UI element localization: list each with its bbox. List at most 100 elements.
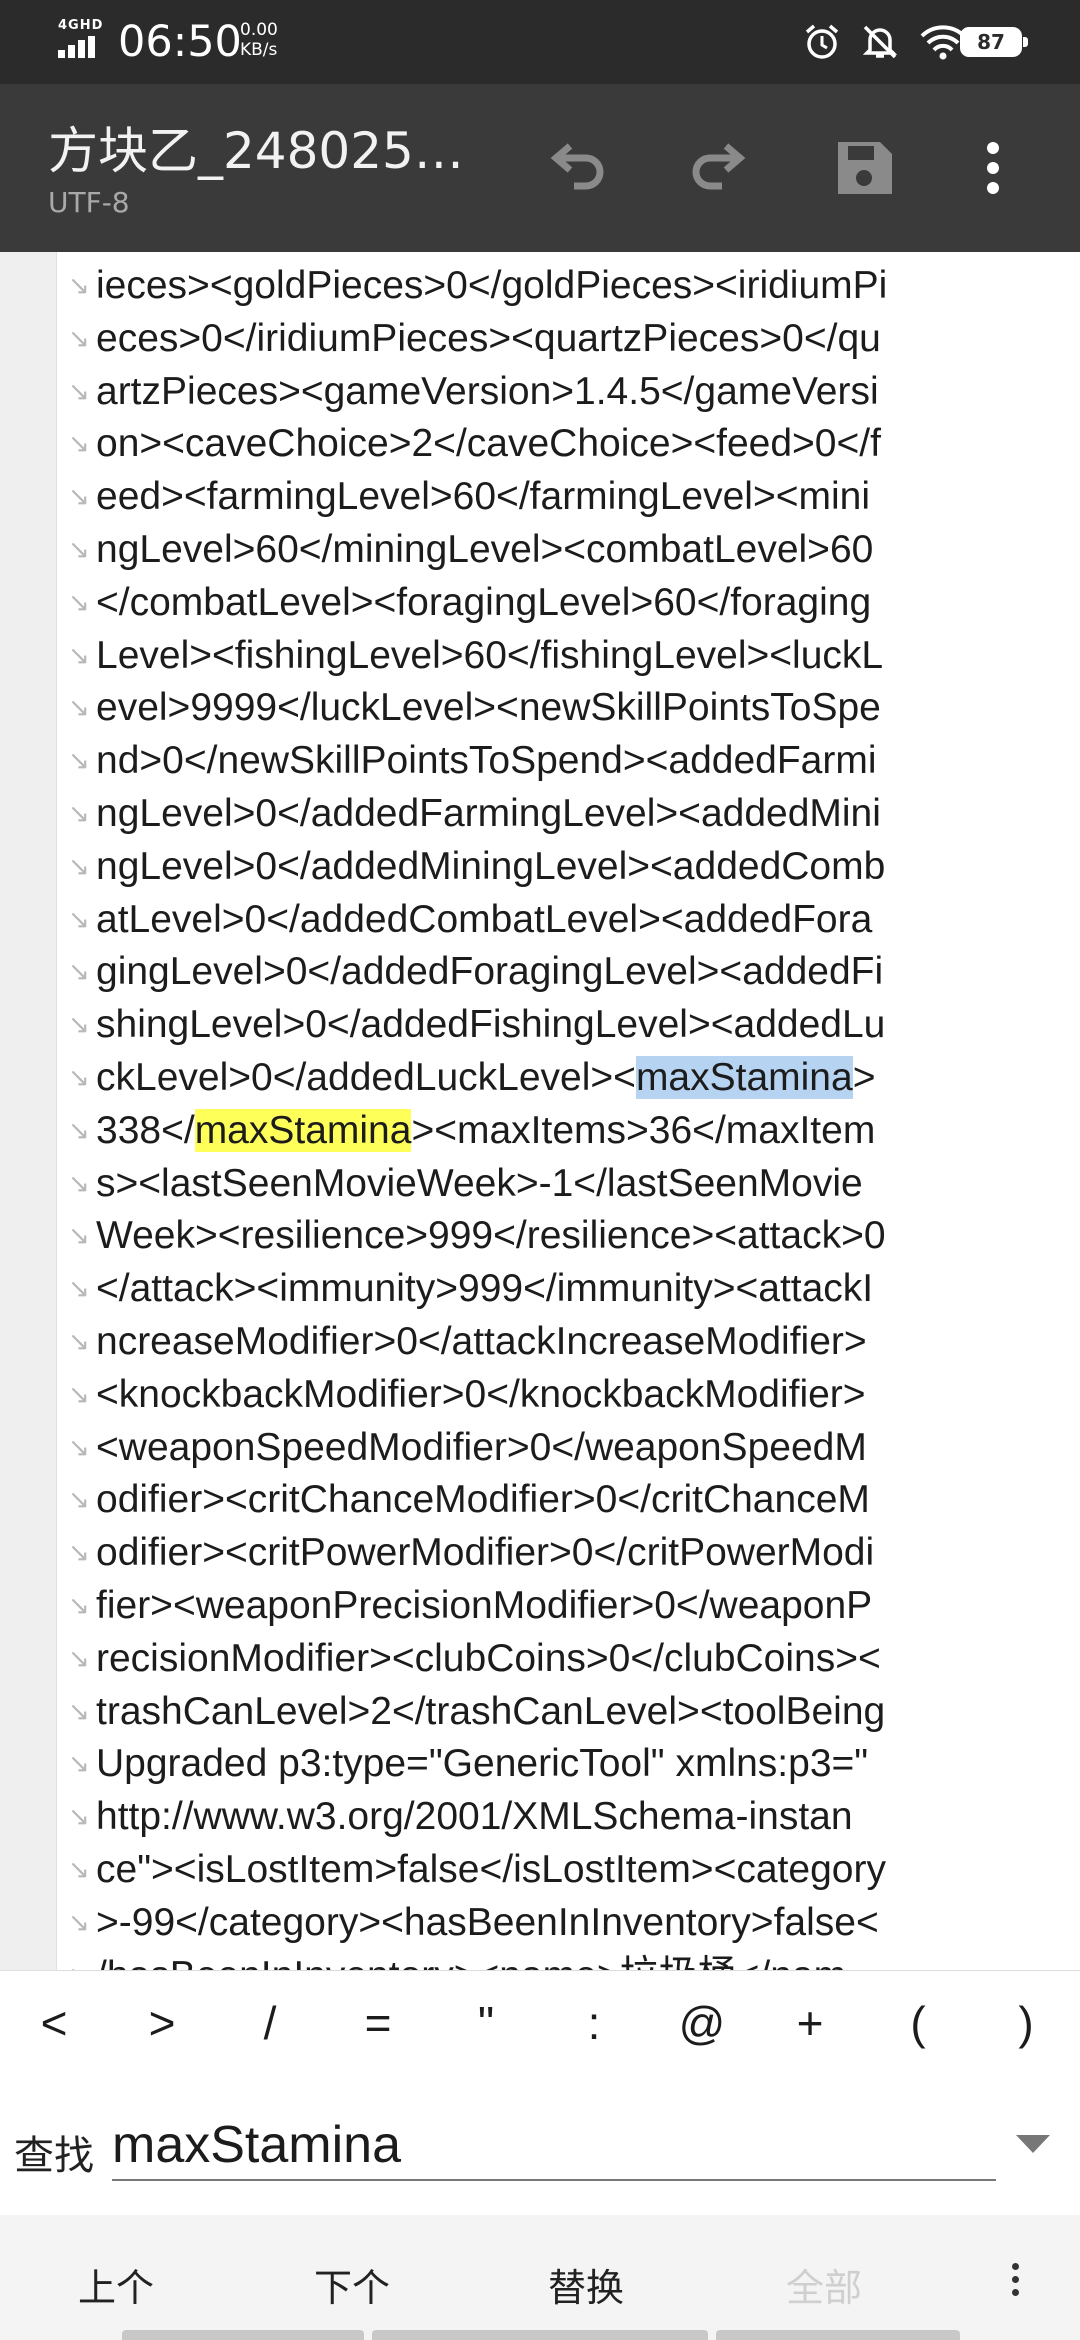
wrap-arrow-icon: ↘	[68, 1853, 90, 1884]
wrap-arrow-icon: ↘	[68, 1378, 90, 1409]
file-title[interactable]: 方块乙_248025…	[48, 122, 464, 180]
find-next-button[interactable]: 下个	[314, 2266, 391, 2310]
mute-icon	[860, 22, 900, 62]
wrap-arrow-icon: ↘	[68, 1695, 90, 1726]
code-line[interactable]: ↘Level><fishingLevel>60</fishingLevel><l…	[56, 630, 1080, 683]
undo-icon	[550, 143, 604, 190]
symbol-key[interactable]: >	[148, 1997, 176, 2049]
wrap-arrow-icon: ↘	[68, 903, 90, 934]
symbol-key[interactable]: :	[587, 1997, 601, 2049]
code-text: Level><fishingLevel>60</fishingLevel><lu…	[96, 633, 884, 677]
code-line[interactable]: ↘ieces><goldPieces>0</goldPieces><iridiu…	[56, 260, 1080, 313]
symbol-key[interactable]: /	[263, 1997, 277, 2049]
code-line[interactable]: ↘eces>0</iridiumPieces><quartzPieces>0</…	[56, 313, 1080, 366]
code-line[interactable]: ↘artzPieces><gameVersion>1.4.5</gameVers…	[56, 366, 1080, 419]
code-line[interactable]: ↘atLevel>0</addedCombatLevel><addedFora	[56, 894, 1080, 947]
replace-button[interactable]: 替换	[548, 2266, 625, 2310]
code-line[interactable]: ↘http://www.w3.org/2001/XMLSchema-instan	[56, 1791, 1080, 1844]
code-line[interactable]: ↘Upgraded p3:type="GenericTool" xmlns:p3…	[56, 1738, 1080, 1791]
wrap-arrow-icon: ↘	[68, 1167, 90, 1198]
tab-indicator	[716, 2330, 960, 2340]
symbol-key[interactable]: @	[678, 1997, 726, 2049]
text-editor[interactable]: ↘ieces><goldPieces>0</goldPieces><iridiu…	[0, 252, 1080, 1970]
undo-button[interactable]	[536, 128, 616, 208]
find-actions: 上个 下个 替换 全部	[0, 2215, 1080, 2340]
replace-all-button[interactable]: 全部	[786, 2266, 863, 2310]
speed-unit: KB/s	[240, 40, 278, 60]
code-line[interactable]: ↘</attack><immunity>999</immunity><attac…	[56, 1263, 1080, 1316]
wrap-arrow-icon: ↘	[68, 745, 90, 776]
code-line[interactable]: ↘ngLevel>60</miningLevel><combatLevel>60	[56, 524, 1080, 577]
save-button[interactable]	[824, 128, 904, 208]
code-line[interactable]: ↘eed><farmingLevel>60</farmingLevel><min…	[56, 471, 1080, 524]
symbol-key[interactable]: )	[1018, 1997, 1034, 2049]
find-input[interactable]	[112, 2111, 996, 2181]
find-previous-button[interactable]: 上个	[78, 2266, 155, 2310]
code-line[interactable]: ↘ngLevel>0</addedMiningLevel><addedComb	[56, 841, 1080, 894]
wrap-arrow-icon: ↘	[68, 1537, 90, 1568]
code-text: atLevel>0</addedCombatLevel><addedFora	[96, 897, 873, 941]
code-text: gingLevel>0</addedForagingLevel><addedFi	[96, 950, 884, 994]
redo-icon	[692, 143, 746, 190]
symbol-key[interactable]: "	[477, 1997, 495, 2049]
code-line[interactable]: ↘evel>9999</luckLevel><newSkillPointsToS…	[56, 682, 1080, 735]
code-text: </attack><immunity>999</immunity><attack…	[96, 1267, 874, 1311]
find-label: 查找	[14, 2133, 94, 2179]
wrap-arrow-icon: ↘	[68, 1061, 90, 1092]
code-text: 338</	[96, 1108, 195, 1152]
more-vert-icon	[987, 142, 999, 194]
code-line[interactable]: ↘s><lastSeenMovieWeek>-1</lastSeenMovie	[56, 1158, 1080, 1211]
code-line[interactable]: ↘recisionModifier><clubCoins>0</clubCoin…	[56, 1633, 1080, 1686]
code-line[interactable]: ↘nd>0</newSkillPointsToSpend><addedFarmi	[56, 735, 1080, 788]
overflow-menu-button[interactable]	[968, 128, 1018, 208]
more-options-icon[interactable]	[1000, 2257, 1030, 2307]
code-line[interactable]: ↘ngLevel>0</addedFarmingLevel><addedMini	[56, 788, 1080, 841]
find-bar: 查找	[0, 2075, 1080, 2215]
wrap-arrow-icon: ↘	[68, 797, 90, 828]
code-line[interactable]: ↘/hasBeenInInventory><name>垃圾桶</nam	[56, 1950, 1080, 1971]
code-text: eces>0</iridiumPieces><quartzPieces>0</q…	[96, 316, 881, 360]
symbol-key[interactable]: =	[364, 1997, 392, 2049]
code-line[interactable]: ↘fier><weaponPrecisionModifier>0</weapon…	[56, 1580, 1080, 1633]
code-line[interactable]: ↘<weaponSpeedModifier>0</weaponSpeedM	[56, 1422, 1080, 1475]
code-text: ckLevel>0</addedLuckLevel><	[96, 1055, 636, 1099]
wrap-arrow-icon: ↘	[68, 1273, 90, 1304]
code-line[interactable]: ↘ckLevel>0</addedLuckLevel><maxStamina>	[56, 1052, 1080, 1105]
wrap-arrow-icon: ↘	[68, 1114, 90, 1145]
symbol-bar: < > / = ": @ + ()	[0, 1970, 1080, 2076]
code-line[interactable]: ↘ncreaseModifier>0</attackIncreaseModifi…	[56, 1316, 1080, 1369]
code-line[interactable]: ↘</combatLevel><foragingLevel>60</foragi…	[56, 577, 1080, 630]
network-speed: 0.00 KB/s	[240, 20, 278, 60]
wrap-arrow-icon: ↘	[68, 1220, 90, 1251]
find-history-dropdown-icon[interactable]	[1016, 2135, 1050, 2153]
code-line[interactable]: ↘odifier><critPowerModifier>0</critPower…	[56, 1527, 1080, 1580]
code-line[interactable]: ↘gingLevel>0</addedForagingLevel><addedF…	[56, 946, 1080, 999]
code-text: evel>9999</luckLevel><newSkillPointsToSp…	[96, 686, 881, 730]
redo-button[interactable]	[680, 128, 760, 208]
code-line[interactable]: ↘trashCanLevel>2</trashCanLevel><toolBei…	[56, 1686, 1080, 1739]
editor-lines[interactable]: ↘ieces><goldPieces>0</goldPieces><iridiu…	[56, 252, 1080, 1970]
code-text: http://www.w3.org/2001/XMLSchema-instan	[96, 1795, 853, 1839]
symbol-key[interactable]: <	[40, 1997, 68, 2049]
editor-gutter	[0, 252, 57, 1970]
code-text: ngLevel>0</addedFarmingLevel><addedMini	[96, 791, 881, 835]
code-text: artzPieces><gameVersion>1.4.5</gameVersi	[96, 369, 879, 413]
code-text: nd>0</newSkillPointsToSpend><addedFarmi	[96, 739, 877, 783]
code-line[interactable]: ↘shingLevel>0</addedFishingLevel><addedL…	[56, 999, 1080, 1052]
code-line[interactable]: ↘<knockbackModifier>0</knockbackModifier…	[56, 1369, 1080, 1422]
wrap-arrow-icon: ↘	[68, 428, 90, 459]
symbol-key[interactable]: +	[796, 1997, 824, 2049]
code-text: >	[852, 1055, 876, 1099]
code-text: eed><farmingLevel>60</farmingLevel><mini	[96, 475, 871, 519]
code-text: odifier><critPowerModifier>0</critPowerM…	[96, 1531, 875, 1575]
code-line[interactable]: ↘odifier><critChanceModifier>0</critChan…	[56, 1474, 1080, 1527]
code-line[interactable]: ↘Week><resilience>999</resilience><attac…	[56, 1210, 1080, 1263]
code-line[interactable]: ↘338</maxStamina><maxItems>36</maxItem	[56, 1105, 1080, 1158]
code-text: Upgraded p3:type="GenericTool" xmlns:p3=…	[96, 1742, 869, 1786]
code-line[interactable]: ↘on><caveChoice>2</caveChoice><feed>0</f	[56, 418, 1080, 471]
code-line[interactable]: ↘ce"><isLostItem>false</isLostItem><cate…	[56, 1844, 1080, 1897]
status-bar: 4GHD 06:50 0.00 KB/s 87	[0, 0, 1080, 84]
symbol-key[interactable]: (	[910, 1997, 926, 2049]
code-line[interactable]: ↘>-99</category><hasBeenInInventory>fals…	[56, 1897, 1080, 1950]
app-toolbar: 方块乙_248025… UTF-8	[0, 84, 1080, 252]
